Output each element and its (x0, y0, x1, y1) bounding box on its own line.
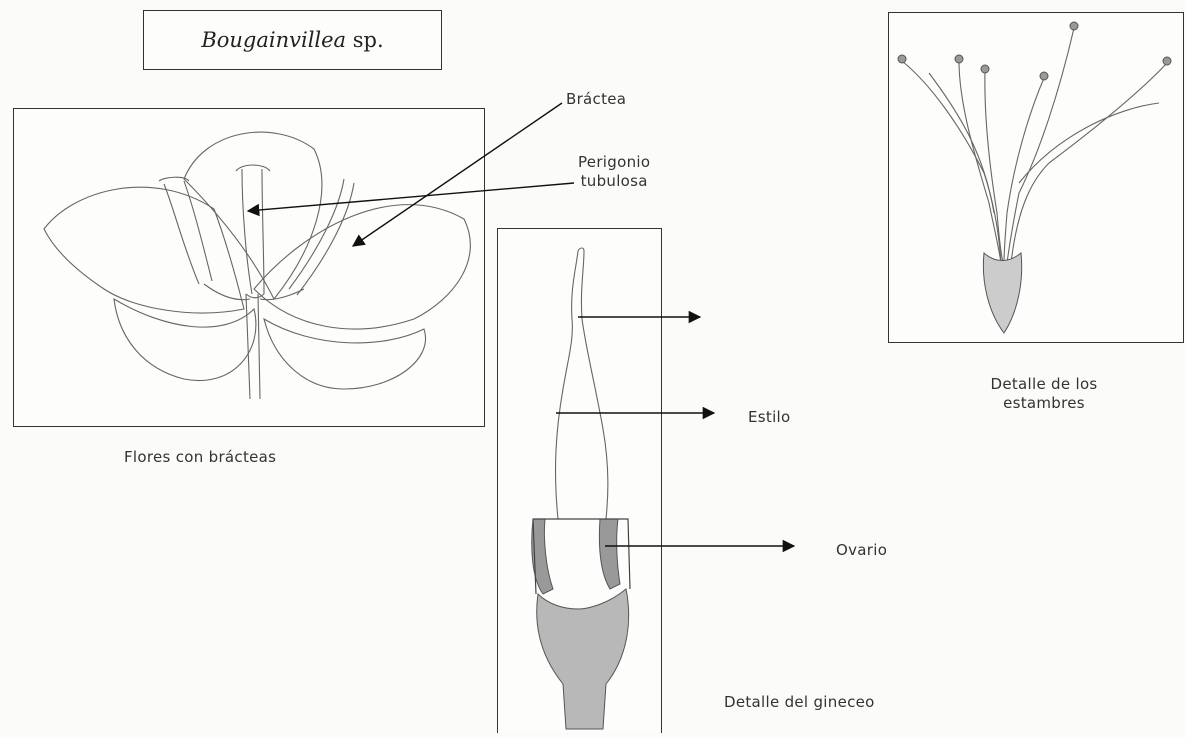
arrow-bractea (353, 103, 562, 246)
